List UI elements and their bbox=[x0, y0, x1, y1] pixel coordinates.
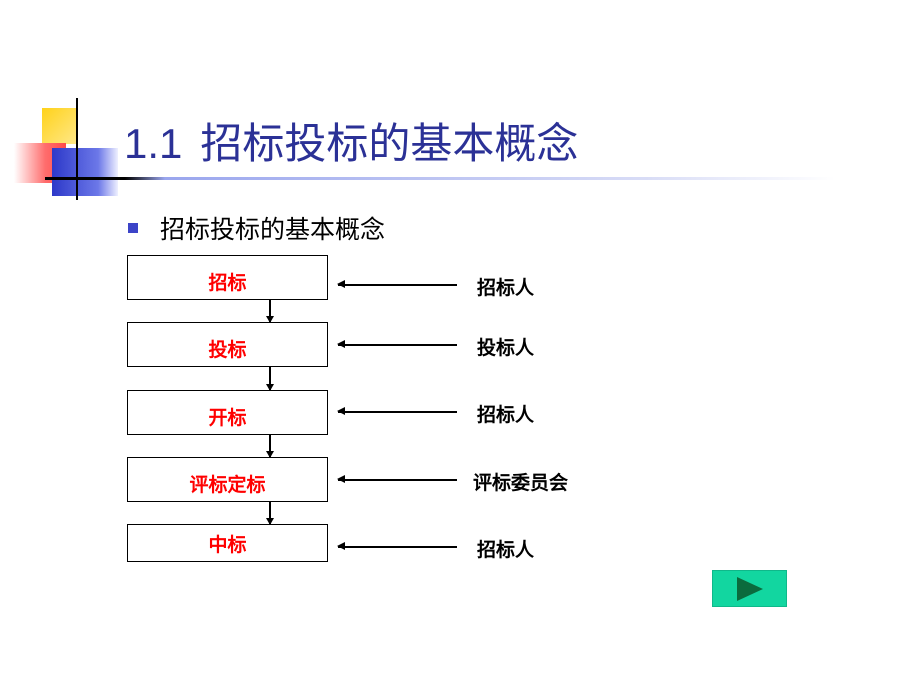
play-arrow-icon bbox=[736, 576, 763, 601]
flow-step-box: 开标 bbox=[127, 390, 328, 435]
title-text: 招标投标的基本概念 bbox=[200, 119, 579, 168]
bullet-icon bbox=[128, 223, 138, 233]
actor-label: 投标人 bbox=[477, 337, 535, 359]
flow-step-label: 开标 bbox=[208, 407, 247, 429]
flow-down-arrow bbox=[266, 300, 273, 323]
title-underline bbox=[45, 177, 835, 180]
decor-yellow-square bbox=[42, 108, 78, 144]
flow-down-arrow bbox=[266, 367, 273, 391]
flow-step-box: 投标 bbox=[127, 322, 328, 367]
flow-step-box: 评标定标 bbox=[127, 457, 328, 502]
flow-down-arrow bbox=[266, 502, 273, 525]
actor-arrow bbox=[337, 281, 457, 287]
slide-title: 1.1 招标投标的基本概念 bbox=[124, 110, 578, 174]
decor-vertical-line bbox=[76, 98, 78, 200]
flow-down-arrow bbox=[266, 435, 273, 458]
flow-step-box: 招标 bbox=[127, 255, 328, 300]
flow-step-label: 评标定标 bbox=[189, 474, 266, 496]
actor-arrow bbox=[337, 341, 457, 347]
actor-arrow bbox=[337, 408, 457, 414]
flow-step-box: 中标 bbox=[127, 524, 328, 562]
actor-label: 招标人 bbox=[477, 539, 535, 561]
flow-step-label: 中标 bbox=[208, 534, 247, 556]
title-number: 1.1 bbox=[124, 120, 183, 167]
next-slide-button[interactable] bbox=[712, 570, 787, 607]
actor-arrow bbox=[337, 543, 457, 549]
flow-step-label: 投标 bbox=[208, 339, 247, 361]
decor-blue-square bbox=[52, 148, 118, 196]
flow-step-label: 招标 bbox=[208, 272, 247, 294]
actor-label: 评标委员会 bbox=[473, 472, 569, 494]
actor-label: 招标人 bbox=[477, 277, 535, 299]
bullet-text: 招标投标的基本概念 bbox=[160, 215, 386, 244]
actor-label: 招标人 bbox=[477, 404, 535, 426]
actor-arrow bbox=[337, 476, 457, 482]
